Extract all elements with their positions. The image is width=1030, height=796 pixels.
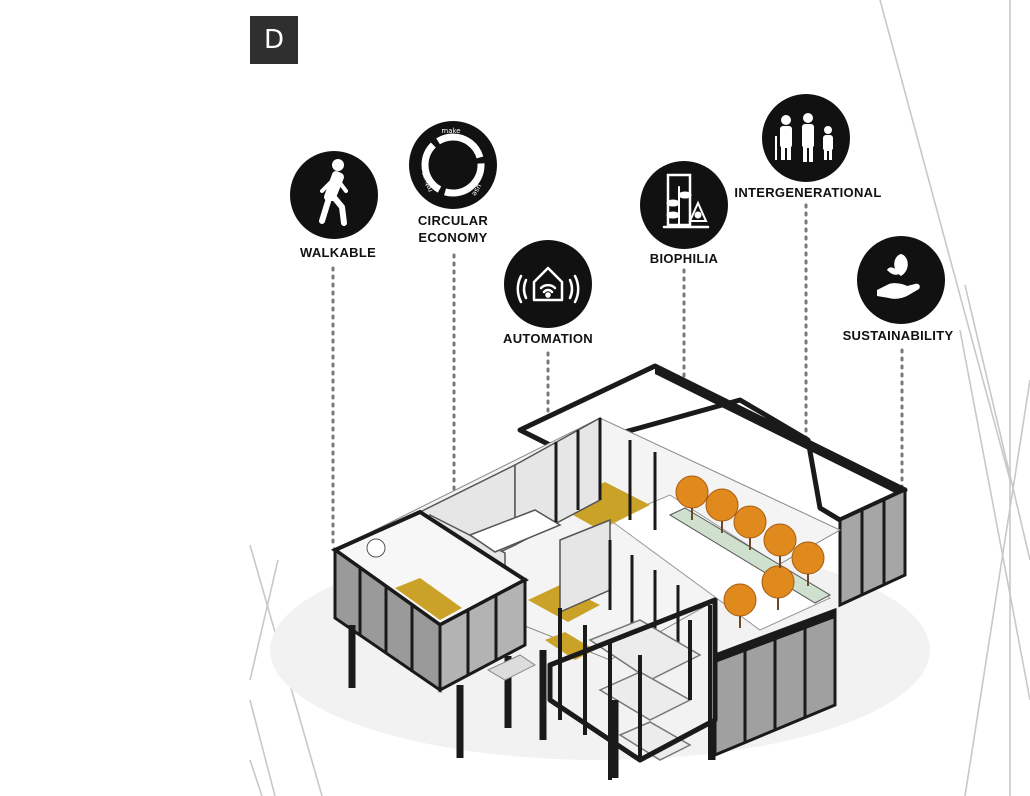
smart-home-wifi-icon [516,266,580,304]
sustainability-icon-group [857,236,945,324]
building-axonometric [330,363,908,780]
intergenerational-icon-group [762,94,850,182]
biophilia-icon-group [640,161,728,249]
label-circular-line2: ECONOMY [418,230,488,245]
logo-badge: D [250,16,298,64]
plant-icon [662,173,710,229]
walking-person-icon [319,159,348,226]
walkable-icon-group [290,151,378,239]
label-biophilia: BIOPHILIA [649,251,719,266]
hand-leaf-icon [877,254,920,299]
stair [588,619,702,761]
automation-icon-group [504,240,592,328]
family-generations-icon [775,113,833,162]
label-walkable: WALKABLE [300,245,377,260]
label-circular-line1: CIRCULAR [417,213,489,228]
circular-icon-group: make use return [409,121,497,209]
label-automation: AUTOMATION [503,331,593,346]
label-circular-economy: CIRCULAR ECONOMY [405,212,501,246]
label-sustainability: SUSTAINABILITY [842,328,954,343]
cycle-word-make: make [441,127,460,135]
label-intergenerational: INTERGENERATIONAL [734,185,882,200]
front-mid-frame [547,597,718,763]
leader-lines [331,203,904,550]
